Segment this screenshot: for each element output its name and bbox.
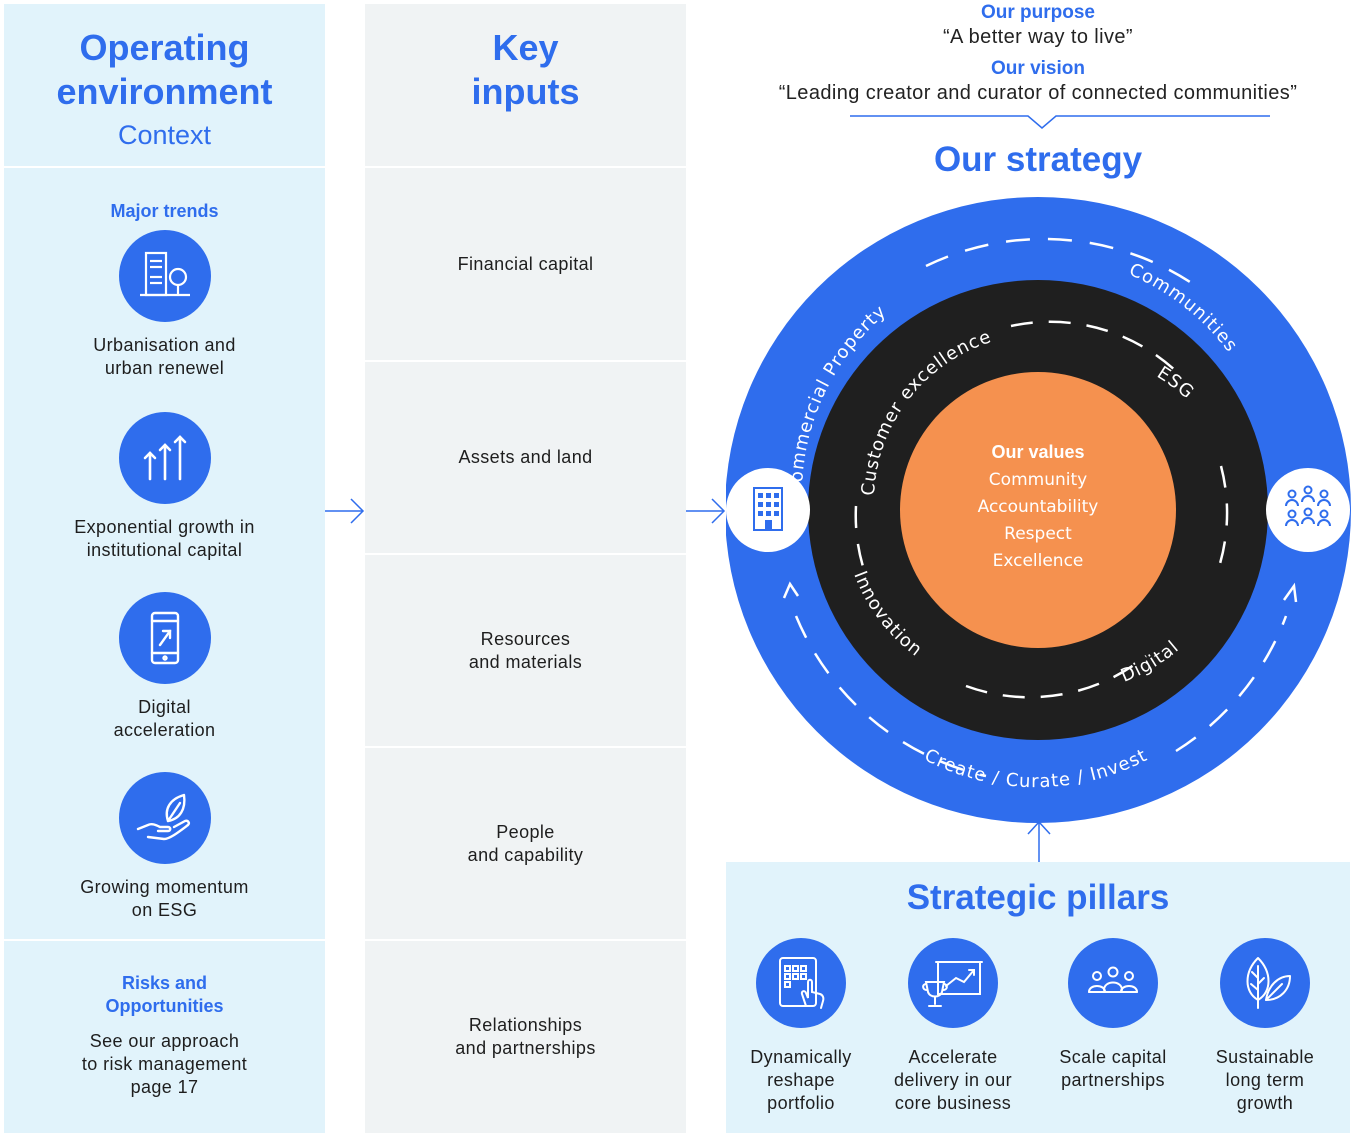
input-resources-materials: Resources and materials	[468, 628, 583, 672]
outer-dashed-arc	[794, 615, 987, 778]
inputs-title-line2: inputs	[471, 71, 580, 112]
pillar-label: Accelerate delivery in our core business	[893, 1047, 1013, 1113]
arrow-up-icon	[782, 581, 800, 599]
inner-dashed-arc	[854, 505, 868, 577]
input-relationships-partnerships: Relationships and partnerships	[455, 1015, 596, 1058]
inner-dashed-arc	[965, 655, 1147, 699]
vision-text: “Leading creator and curator of connecte…	[778, 82, 1298, 104]
tablet-touch-icon	[756, 938, 846, 1028]
divider	[4, 166, 325, 168]
arrow-right-icon	[325, 498, 365, 524]
operating-environment-column: Operating environment Context Major tren…	[4, 4, 325, 1133]
pillar-label: Scale capital partnerships	[1059, 1047, 1167, 1090]
trend-urbanisation: Urbanisation and urban renewel	[4, 230, 325, 380]
building-icon	[726, 468, 810, 552]
values-core	[900, 372, 1176, 648]
trend-digital-acceleration: Digital acceleration	[4, 592, 325, 742]
value-item: Respect	[1004, 524, 1072, 544]
divider	[365, 939, 686, 941]
vision-heading: Our vision	[991, 58, 1085, 79]
values-heading: Our values	[991, 442, 1084, 462]
pillar-sustainable-growth: Sustainable long term growth	[1190, 938, 1340, 1115]
inputs-title-line1: Key	[492, 27, 559, 68]
environment-title-line2: environment	[56, 71, 273, 112]
value-item: Accountability	[978, 497, 1099, 517]
hand-leaf-icon	[118, 772, 211, 864]
environment-title-line1: Operating	[79, 27, 250, 68]
input-assets-land: Assets and land	[458, 447, 593, 467]
arrow-up-icon	[1282, 582, 1298, 603]
environment-subtitle: Context	[117, 120, 212, 150]
value-item: Excellence	[993, 551, 1084, 571]
pillar-scale-capital: Scale capital partnerships	[1038, 938, 1188, 1092]
divider	[4, 939, 325, 941]
trend-institutional-capital: Exponential growth in institutional capi…	[4, 412, 325, 562]
strategic-pillars-panel: Strategic pillars Dynamically reshape po…	[726, 862, 1350, 1133]
arrow-right-icon	[686, 498, 726, 524]
pillar-accelerate-delivery: Accelerate delivery in our core business	[878, 938, 1028, 1115]
purpose-text: “A better way to live”	[943, 26, 1133, 48]
risks-heading: Risks and Opportunities	[105, 973, 224, 1016]
smartphone-icon	[118, 592, 211, 684]
team-icon	[1068, 938, 1158, 1028]
divider	[365, 360, 686, 362]
pillar-label: Sustainable long term growth	[1215, 1047, 1315, 1113]
trophy-chart-icon	[908, 938, 998, 1028]
key-inputs-column: Key inputs Financial capital Assets and …	[365, 4, 686, 1133]
trend-label: Urbanisation and urban renewel	[93, 335, 236, 378]
pillar-label: Dynamically reshape portfolio	[750, 1047, 852, 1113]
risks-text: See our approach to risk management page…	[81, 1031, 248, 1097]
arrow-up-icon	[1027, 820, 1051, 862]
growth-arrows-icon	[118, 412, 211, 504]
trend-esg: Growing momentum on ESG	[4, 772, 325, 922]
leaves-icon	[1220, 938, 1310, 1028]
people-group-icon	[1266, 468, 1350, 552]
outer-dashed-arc	[1175, 615, 1288, 753]
pillar-reshape-portfolio: Dynamically reshape portfolio	[726, 938, 876, 1115]
purpose-heading: Our purpose	[980, 2, 1095, 23]
divider	[365, 553, 686, 555]
divider	[365, 746, 686, 748]
strategy-title: Our strategy	[933, 140, 1143, 179]
trend-label: Growing momentum on ESG	[80, 877, 249, 920]
trend-label: Exponential growth in institutional capi…	[74, 517, 255, 560]
outer-dashed-arc	[925, 237, 1197, 288]
input-financial-capital: Financial capital	[457, 253, 594, 274]
trend-label: Digital acceleration	[113, 697, 216, 740]
value-item: Community	[989, 470, 1087, 490]
divider	[365, 166, 686, 168]
pillars-title: Strategic pillars	[906, 878, 1170, 917]
strategy-wheel: Commercial Property Communities Create /…	[726, 197, 1351, 823]
city-tree-icon	[118, 230, 211, 322]
inner-dashed-arc	[1010, 320, 1182, 377]
chevron-divider	[850, 115, 1270, 129]
inner-dashed-arc	[1214, 465, 1229, 577]
input-people-capability: People and capability	[467, 821, 584, 865]
major-trends-heading: Major trends	[110, 201, 219, 221]
